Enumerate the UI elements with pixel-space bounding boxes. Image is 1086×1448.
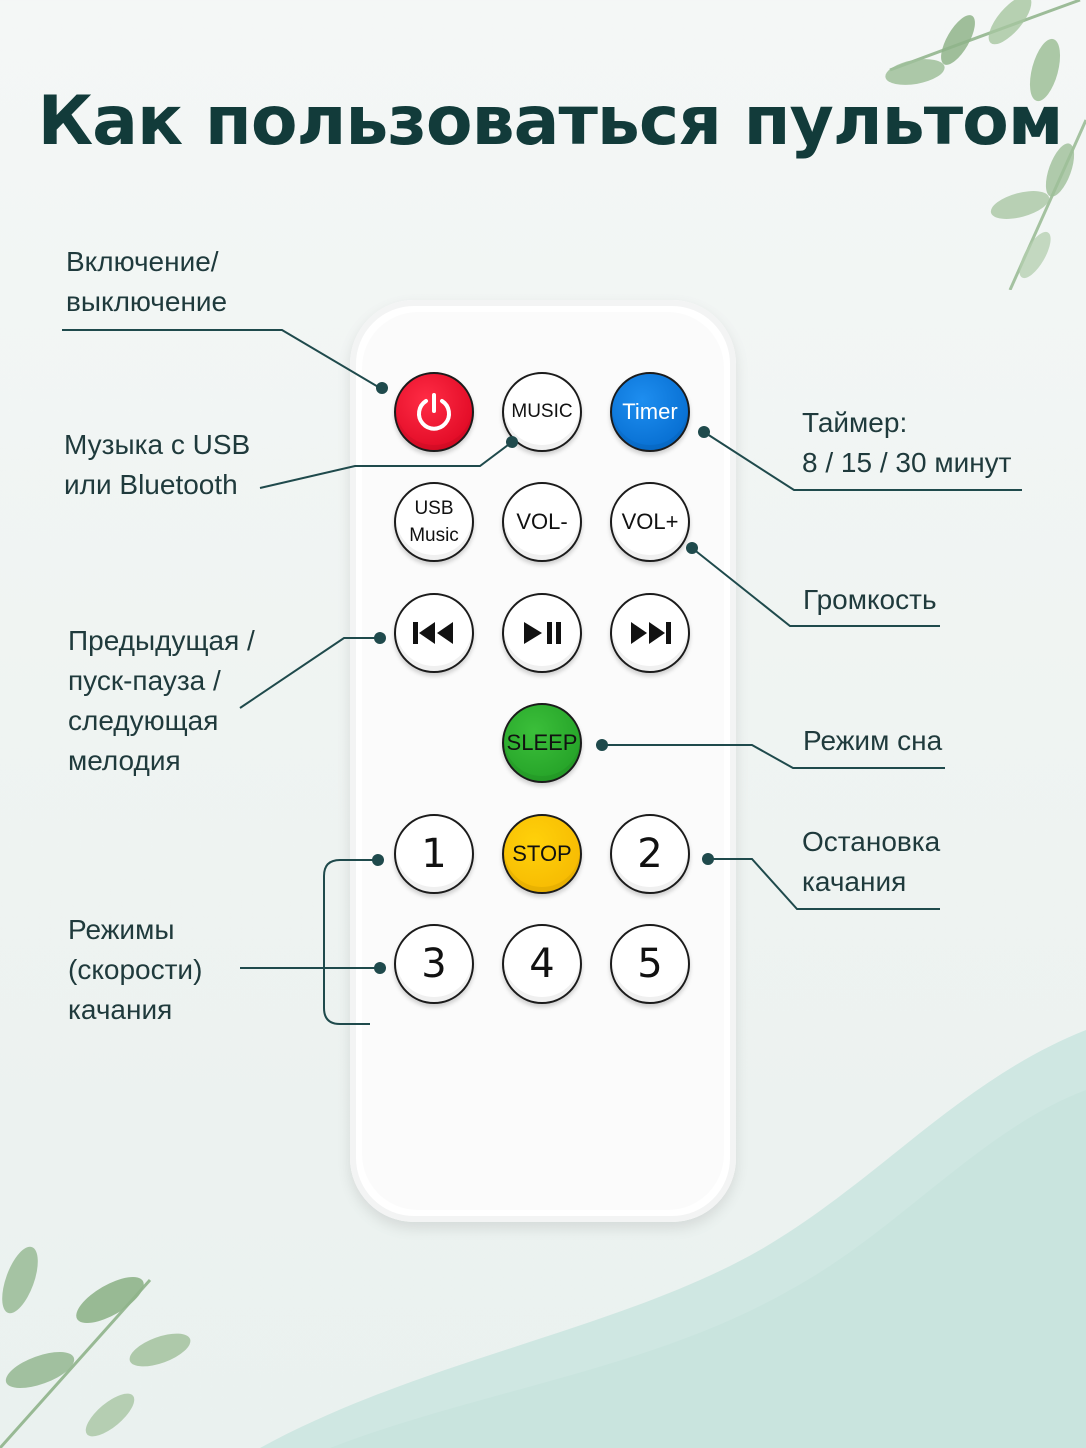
modes-callout: Режимы (скорости) качания	[68, 910, 202, 1030]
volume-up-label: VOL+	[621, 509, 679, 534]
tracks-callout-line3: следующая	[68, 705, 219, 736]
timer-callout-line2: 8 / 15 / 30 минут	[802, 447, 1012, 478]
power-callout-line1: Включение/	[66, 246, 219, 277]
usb-music-line2: Music	[409, 525, 459, 546]
mode-4-button[interactable]: 4	[502, 924, 582, 1004]
leaves-top-right-decoration	[885, 0, 1086, 290]
mode-5-label: 5	[637, 941, 663, 987]
tracks-callout: Предыдущая / пуск-пауза / следующая мело…	[68, 621, 255, 781]
volume-up-button[interactable]: VOL+	[610, 482, 690, 562]
tracks-callout-line4: мелодия	[68, 745, 181, 776]
mode-2-button[interactable]: 2	[610, 814, 690, 894]
volume-down-button[interactable]: VOL-	[502, 482, 582, 562]
volume-down-label: VOL-	[516, 509, 568, 534]
modes-callout-line1: Режимы	[68, 914, 175, 945]
usb-music-line1: USB	[414, 498, 454, 519]
stop-callout-line1: Остановка	[802, 826, 941, 857]
power-button[interactable]	[394, 372, 474, 452]
stop-button[interactable]: STOP	[502, 814, 582, 894]
modes-callout-line2: (скорости)	[68, 954, 203, 985]
sleep-callout-line	[602, 744, 945, 769]
previous-track-button[interactable]	[394, 593, 474, 673]
sleep-callout: Режим сна	[803, 721, 942, 761]
mode-3-label: 3	[421, 941, 447, 987]
volume-callout-line1: Громкость	[803, 584, 937, 615]
power-callout: Включение/ выключение	[66, 242, 227, 322]
previous-track-icon	[413, 622, 453, 644]
usb-music-button[interactable]: USB Music	[394, 482, 474, 562]
timer-button[interactable]: Timer	[610, 372, 690, 452]
timer-callout-line1: Таймер:	[802, 407, 908, 438]
timer-callout: Таймер: 8 / 15 / 30 минут	[802, 403, 1012, 483]
sleep-callout-line1: Режим сна	[803, 725, 943, 756]
stop-button-label: STOP	[512, 841, 572, 866]
mode-1-button[interactable]: 1	[394, 814, 474, 894]
mode-2-label: 2	[637, 831, 663, 877]
volume-callout-line	[691, 547, 940, 627]
volume-callout: Громкость	[803, 580, 937, 620]
mode-1-label: 1	[421, 831, 447, 877]
stop-callout: Остановка качания	[802, 822, 940, 902]
mode-3-button[interactable]: 3	[394, 924, 474, 1004]
timer-button-label: Timer	[622, 399, 678, 424]
modes-bracket-line	[323, 859, 378, 1025]
next-track-icon	[631, 622, 671, 644]
timer-callout-line	[703, 431, 1022, 491]
mode-5-button[interactable]: 5	[610, 924, 690, 1004]
stop-callout-line	[708, 858, 940, 910]
tracks-callout-line	[239, 637, 380, 709]
modes-callout-line3: качания	[68, 994, 173, 1025]
next-track-button[interactable]	[610, 593, 690, 673]
sleep-button[interactable]: SLEEP	[502, 703, 582, 783]
music-callout: Музыка с USB или Bluetooth	[64, 425, 250, 505]
music-callout-line2: или Bluetooth	[64, 469, 238, 500]
stop-callout-line2: качания	[802, 866, 907, 897]
music-callout-line	[259, 441, 513, 489]
music-button-label: MUSIC	[511, 401, 573, 422]
leaves-bottom-left-decoration	[0, 1246, 191, 1448]
usb-music-button-label: USB Music	[409, 495, 459, 549]
play-pause-icon	[524, 622, 561, 644]
power-callout-line	[62, 329, 381, 389]
tracks-callout-line1: Предыдущая /	[68, 625, 255, 656]
page-title: Как пользоваться пультом	[37, 82, 1064, 161]
sleep-button-label: SLEEP	[506, 730, 578, 755]
power-icon	[417, 393, 451, 431]
tracks-callout-line2: пуск-пауза /	[68, 665, 221, 696]
mode-4-label: 4	[529, 941, 555, 987]
play-pause-button[interactable]	[502, 593, 582, 673]
power-callout-line2: выключение	[66, 286, 228, 317]
music-callout-line1: Музыка с USB	[64, 429, 251, 460]
